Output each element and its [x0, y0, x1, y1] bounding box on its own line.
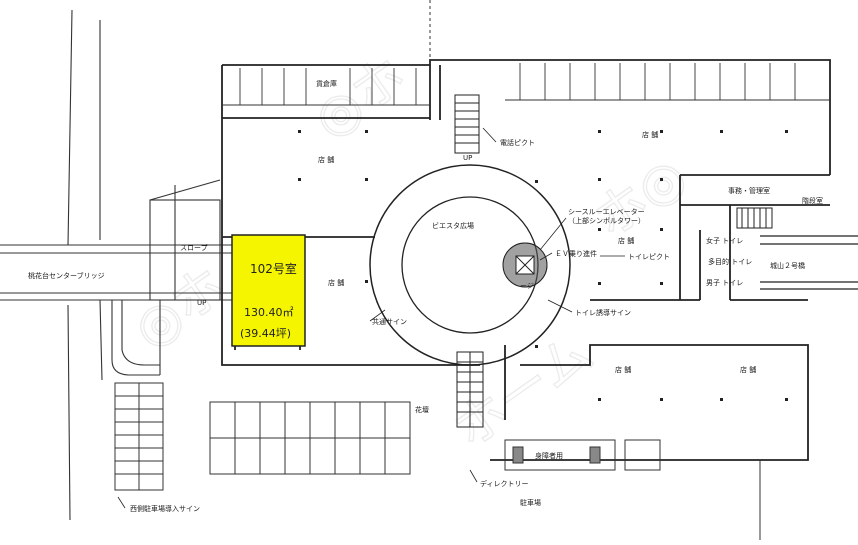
label-common-sign: 共通サイン — [372, 317, 407, 326]
label-womens-toilet: 女子 トイレ — [706, 236, 743, 245]
columns — [298, 130, 788, 401]
unit-area-sqm: 130.40㎡ — [244, 306, 294, 319]
escalator — [456, 351, 484, 428]
label-toilet-guide-sign: トイレ誘導サイン — [575, 308, 631, 317]
label-see-through-elevator-sub: （上部シンボルタワー） — [568, 216, 645, 225]
label-directory: ディレクトリー — [480, 479, 529, 488]
label-flowerbed: 花壇 — [415, 405, 429, 414]
label-up-slope: UP — [197, 299, 206, 307]
label-parking: 駐車場 — [520, 498, 541, 507]
label-toilet-pict: トイレピクト — [628, 253, 670, 261]
label-slope: スロープ — [180, 244, 208, 252]
label-stairs: 階段室 — [802, 196, 823, 205]
label-see-through-elevator: シースルーエレベーター — [568, 207, 645, 216]
label-store-right-top: 店 舗 — [642, 130, 658, 139]
label-store-center-right: 店 舗 — [618, 236, 634, 245]
leader-lines — [117, 127, 625, 509]
svg-text:◎ホ: ◎ホ — [303, 46, 417, 151]
label-bridge-left: 桃花台センターブリッジ — [28, 271, 105, 280]
unit-area-tsubo: (39.44坪) — [240, 327, 291, 340]
right-bridge — [760, 235, 858, 290]
label-up-stairs: UP — [463, 154, 472, 162]
label-disabled-parking: 身障者用 — [535, 451, 563, 460]
label-multipurpose-toilet: 多目的 トイレ — [708, 257, 752, 266]
label-ev-operation: ＥＶ乗り進件 — [555, 249, 597, 258]
label-store-bottom-right: 店 舗 — [740, 365, 756, 374]
plaza — [369, 164, 571, 366]
label-lounge: ージ — [520, 282, 534, 290]
building-walls — [221, 59, 831, 461]
parking-grid — [114, 0, 761, 540]
stairs-top — [454, 94, 773, 229]
label-office: 事務・管理室 — [728, 186, 770, 195]
label-plaza: ビエスタ広場 — [432, 221, 474, 230]
left-road — [0, 9, 235, 521]
label-bridge-right: 城山２号橋 — [770, 261, 805, 270]
label-store-mid: 店 舗 — [328, 278, 344, 287]
unit-name: 102号室 — [250, 261, 297, 276]
label-store-left: 店 舗 — [318, 155, 334, 164]
unit-102-highlight[interactable] — [231, 234, 306, 347]
label-store-bottom-mid: 店 舗 — [615, 365, 631, 374]
storage-grid — [222, 63, 830, 106]
label-storage: 貨倉庫 — [316, 79, 337, 88]
label-west-parking-sign: 西側駐車場導入サイン — [130, 504, 200, 513]
label-telephone-pit: 電話ピクト — [500, 138, 535, 147]
label-mens-toilet: 男子 トイレ — [706, 279, 743, 287]
